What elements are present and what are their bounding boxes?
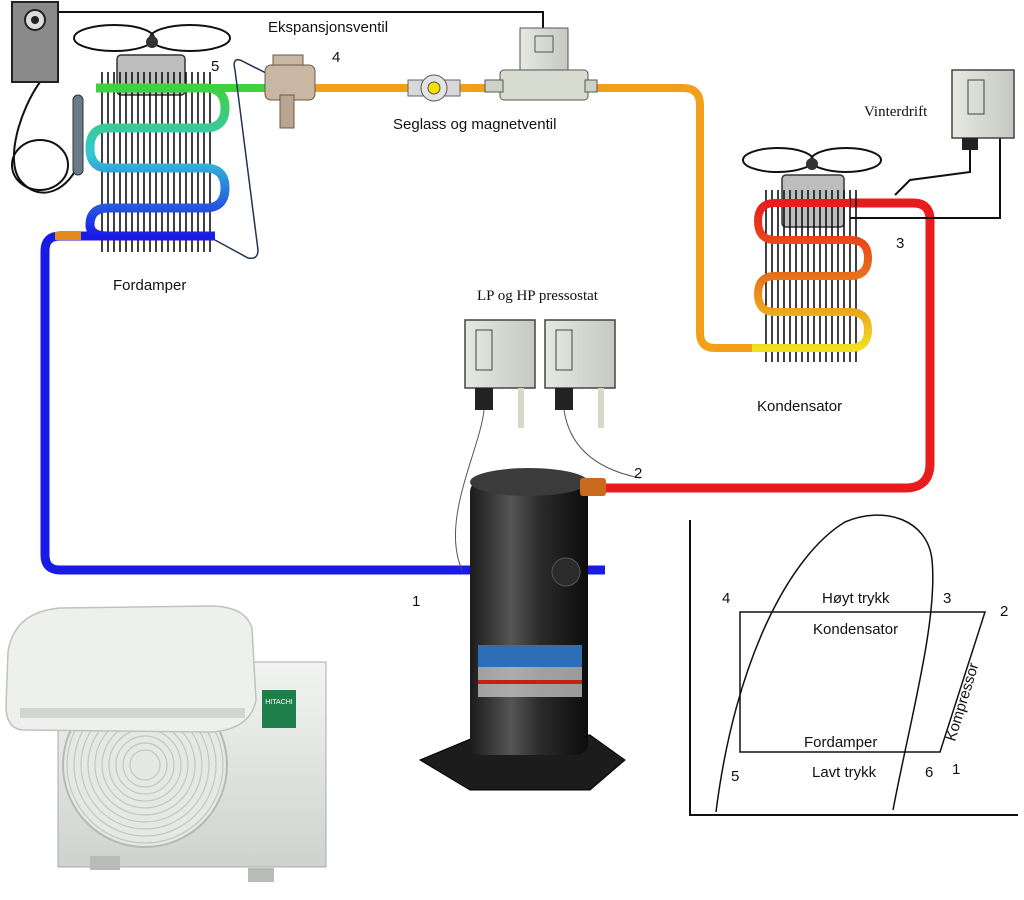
equalizer-line xyxy=(214,58,271,260)
pressostat-label: LP og HP pressostat xyxy=(477,288,599,304)
split-ac-unit: HITACHI xyxy=(5,605,327,882)
ph-point-5: 5 xyxy=(731,768,739,785)
point-5-label: 5 xyxy=(211,58,219,75)
ph-condenser-label: Kondensator xyxy=(813,621,898,638)
hp-pressostat xyxy=(544,319,641,479)
point-1-label: 1 xyxy=(412,593,420,610)
indoor-unit xyxy=(5,605,257,733)
fan-blade-left-icon xyxy=(73,24,155,52)
suction-sensor xyxy=(55,232,81,240)
ph-point-1: 1 xyxy=(952,761,960,778)
cycle-loop xyxy=(739,611,987,753)
suction-line xyxy=(40,231,605,575)
expansion-valve-label: Ekspansjonsventil xyxy=(268,19,388,36)
liquid-line xyxy=(312,84,752,352)
condenser-coil xyxy=(752,199,873,352)
point-2-label: 2 xyxy=(634,465,642,482)
winter-label: Vinterdrift xyxy=(864,104,928,120)
discharge-line xyxy=(606,198,935,493)
point-4-label: 4 xyxy=(332,49,340,66)
grill-ring xyxy=(129,749,161,781)
ph-point-3: 3 xyxy=(943,590,951,607)
solenoid-valve xyxy=(484,27,598,101)
evaporator-coil xyxy=(85,83,230,241)
ph-diagram: Høyt trykk Kondensator Fordamper Lavt tr… xyxy=(689,514,1018,816)
lp-pressostat xyxy=(454,319,536,571)
ph-point-6: 6 xyxy=(925,764,933,781)
evaporator xyxy=(72,24,231,252)
ph-axes xyxy=(689,520,1018,816)
grill-ring xyxy=(122,742,168,788)
ph-point-4: 4 xyxy=(722,590,730,607)
point-3-label: 3 xyxy=(896,235,904,252)
condenser xyxy=(742,147,882,362)
ph-point-2: 2 xyxy=(1000,603,1008,620)
ph-low-pressure-label: Lavt trykk xyxy=(812,764,877,781)
scroll-compressor xyxy=(418,468,626,791)
fan-blade-right-icon xyxy=(810,147,882,173)
sightglass-valve-label: Seglass og magnetventil xyxy=(393,116,556,133)
winter-pressostat xyxy=(850,69,1015,219)
condenser-label: Kondensator xyxy=(757,398,842,415)
ph-high-pressure-label: Høyt trykk xyxy=(822,590,890,607)
grill-ring xyxy=(115,735,175,795)
brand-label: HITACHI xyxy=(265,699,293,706)
evaporator-label: Fordamper xyxy=(113,277,186,294)
brand-badge xyxy=(262,690,296,728)
saturation-dome xyxy=(715,514,934,813)
thermostat-bulb xyxy=(72,94,84,176)
room-thermostat xyxy=(11,1,59,83)
ph-compressor-label: Kompressor xyxy=(943,661,983,743)
fan-blade-right-icon xyxy=(149,24,231,52)
ph-evaporator-label: Fordamper xyxy=(804,734,877,751)
evaporator-fins xyxy=(101,72,211,252)
control-wire xyxy=(11,11,544,194)
fan-blade-left-icon xyxy=(742,147,814,173)
expansion-valve xyxy=(264,54,316,129)
sight-glass xyxy=(407,74,461,102)
